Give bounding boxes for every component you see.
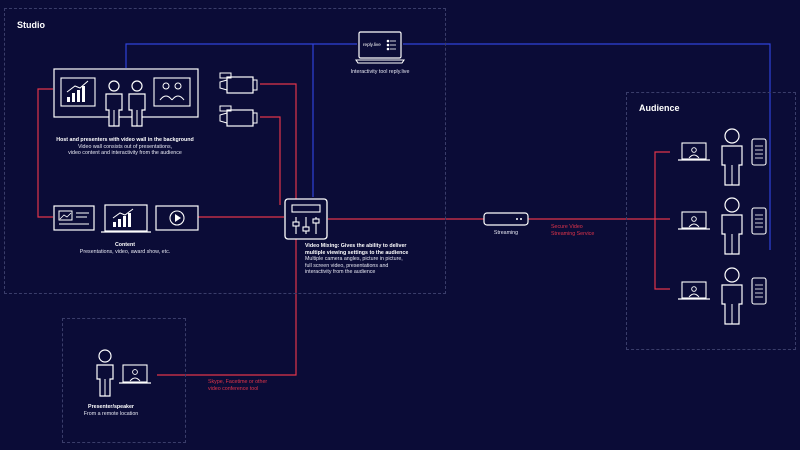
remote-desc: From a remote location xyxy=(83,410,139,417)
streaming-service-1: Secure Video xyxy=(551,224,583,230)
conference-tool-2: video conference tool xyxy=(208,385,259,392)
wire-camera1-to-mixer xyxy=(260,83,297,200)
host-desc-1: Video wall consists out of presentations… xyxy=(77,143,173,150)
audience-region xyxy=(626,92,796,350)
streaming-service-label: Secure Video Streaming Service xyxy=(551,224,631,237)
presenter-icon xyxy=(105,80,123,127)
mixer-title-2: multiple viewing settings to the audienc… xyxy=(305,249,409,256)
content-screens-icon xyxy=(53,204,199,233)
conference-tool-label: Skype, Facetime or other video conferenc… xyxy=(208,379,298,392)
wire-reply-to-audience xyxy=(403,43,771,250)
video-wall-icon xyxy=(53,68,199,118)
audience-member xyxy=(678,128,767,186)
reply-screen-text: reply.live xyxy=(363,42,381,47)
host-desc-2: video content and interactivity from the… xyxy=(68,150,182,157)
blue-links xyxy=(125,43,771,250)
mixer-title-1: Video Mixing: Gives the ability to deliv… xyxy=(305,243,407,249)
host-title: Host and presenters with video wall in t… xyxy=(56,137,194,143)
mixer-desc-3: interactivity from the audience xyxy=(305,269,376,276)
laptop-icon: reply.live xyxy=(355,31,405,64)
mixer-desc-1: Multiple camera angles, picture in pictu… xyxy=(305,256,403,263)
camera-icon xyxy=(219,72,258,94)
audience-title: Audience xyxy=(639,103,680,113)
streaming-label: Streaming xyxy=(493,230,519,236)
wire-videowall-content-loop xyxy=(37,88,53,218)
streaming-device-icon xyxy=(483,212,529,226)
studio-region xyxy=(4,8,446,294)
remote-title: Presenter/speaker xyxy=(88,404,134,410)
wire-camera2-to-mixer xyxy=(260,116,281,205)
remote-presenter-icon xyxy=(96,349,151,397)
red-links xyxy=(37,83,670,376)
camera-icon xyxy=(219,105,258,127)
content-title: Content xyxy=(114,242,135,248)
conference-tool-1: Skype, Facetime or other xyxy=(208,379,268,385)
remote-caption: Presenter/speaker From a remote location xyxy=(66,404,156,417)
video-mixer-icon xyxy=(284,198,328,240)
interactivity-caption: Interactivity tool reply.live xyxy=(350,69,410,75)
audience-member xyxy=(678,197,767,255)
mixer-caption: Video Mixing: Gives the ability to deliv… xyxy=(305,243,445,276)
wire-audience-branch xyxy=(654,151,670,290)
streaming-service-2: Streaming Service xyxy=(551,230,595,237)
host-caption: Host and presenters with video wall in t… xyxy=(40,137,210,157)
mixer-desc-2: full screen video, presentations and xyxy=(305,262,389,269)
wire-videowall-to-reply xyxy=(125,43,357,68)
studio-title: Studio xyxy=(17,20,45,30)
wire-mixer-to-remote xyxy=(157,238,297,376)
audience-member xyxy=(678,267,767,325)
remote-region xyxy=(62,318,186,443)
host-icon xyxy=(128,80,146,127)
content-caption: Content Presentations, video, award show… xyxy=(50,242,200,255)
content-desc: Presentations, video, award show, etc. xyxy=(79,248,171,255)
